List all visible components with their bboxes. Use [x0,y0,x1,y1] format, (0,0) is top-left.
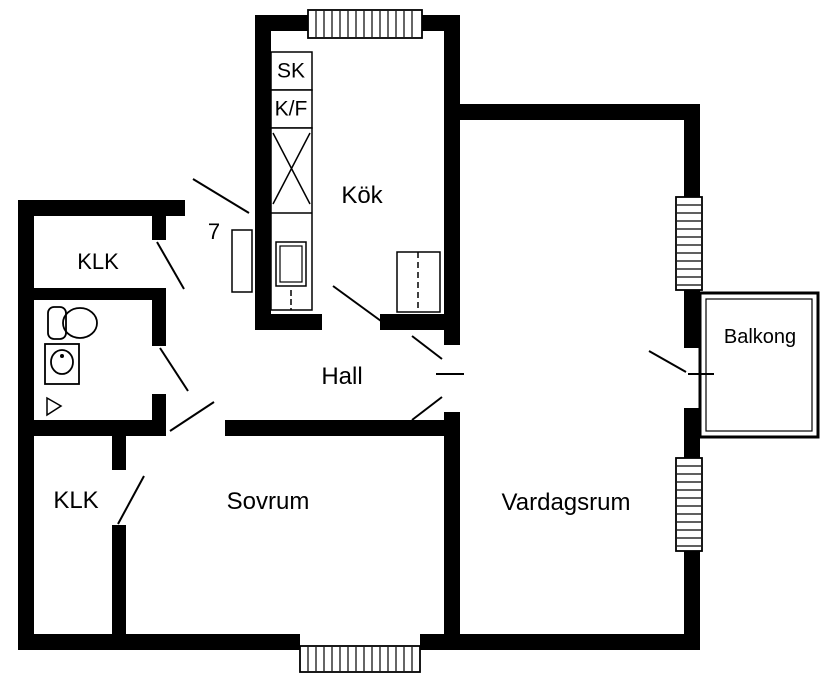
toilet-tank-icon [47,306,67,340]
wall-right-segment-1 [684,104,700,197]
livingroom-window-lower [675,457,703,552]
bedroom-window [299,645,421,673]
wall-kitchen-left [255,15,271,330]
wall-closet-hall-a [152,216,166,240]
kitchen-sink-inner [279,245,303,283]
windows [299,9,703,673]
wall-kitchen-right [444,15,460,120]
wall-bottom-left [18,634,300,650]
interior-walls [34,120,460,650]
wall-right-segment-2 [684,290,700,348]
wall-kitchen-bottom-b [380,314,460,330]
washbasin-drain-icon [60,354,64,358]
bedroom-door-swing [169,401,215,432]
floor-drain-icon [46,396,63,417]
wall-bottom-right [420,634,700,650]
wall-entry-top [18,200,185,216]
apartment-number: 7 [207,219,221,244]
stove-icon [271,132,312,214]
balcony-door-swing [648,350,687,373]
wall-klk-bedroom-b [112,525,126,634]
fridge-freezer-cabinet [270,89,313,129]
closet-lower-label: KLK [53,487,99,514]
closet-upper-label: KLK [77,249,119,274]
washbasin-bowl-icon [50,349,74,375]
entrance-door-swing [192,178,250,214]
kitchen-counter [270,127,313,311]
kitchen-door-swing [332,285,382,322]
outer-walls [18,15,700,650]
hall-label: Hall [321,363,363,390]
wall-right-segment-3 [684,408,700,458]
kitchen-window [307,9,423,39]
cleaning-closet-label: SK [276,59,306,83]
wall-closet-bath-divider [34,288,152,300]
bathroom-door-swing [159,347,189,392]
balcony [698,291,820,439]
wall-klk-bedroom-a [112,436,126,470]
klk-lower-door-swing [117,475,145,525]
wall-closet-hall-b [152,288,166,346]
hall-opening-mark-bottom [411,396,443,421]
hall-opening-mark-top [411,335,443,360]
wall-left [18,200,34,650]
kitchen-sink-unit [275,241,307,287]
balcony-label: Balkong [723,326,797,348]
wall-kitchen-bottom-a [255,314,322,330]
klk-upper-door-swing [156,241,185,290]
wall-right-segment-4 [684,551,700,650]
balcony-inner-line [705,298,813,432]
radiator [231,229,253,293]
kitchen-fixtures [231,51,441,313]
doors [117,178,714,525]
wall-living-left-b [444,412,460,650]
wall-hall-bedroom-b [225,420,444,436]
toilet-bowl-icon [62,307,98,339]
kitchen-label: Kök [341,182,383,209]
balcony-outline [698,291,820,439]
bathroom-fixtures [44,306,98,417]
wall-living-left-a [444,120,460,345]
washbasin-icon [44,343,80,385]
livingroom-label: Vardagsrum [501,489,631,516]
fridge-freezer-label: K/F [274,97,308,121]
wall-hall-bedroom-a [34,420,165,436]
bedroom-label: Sovrum [226,488,310,515]
livingroom-window-upper [675,196,703,291]
wall-livingroom-top [444,104,700,120]
